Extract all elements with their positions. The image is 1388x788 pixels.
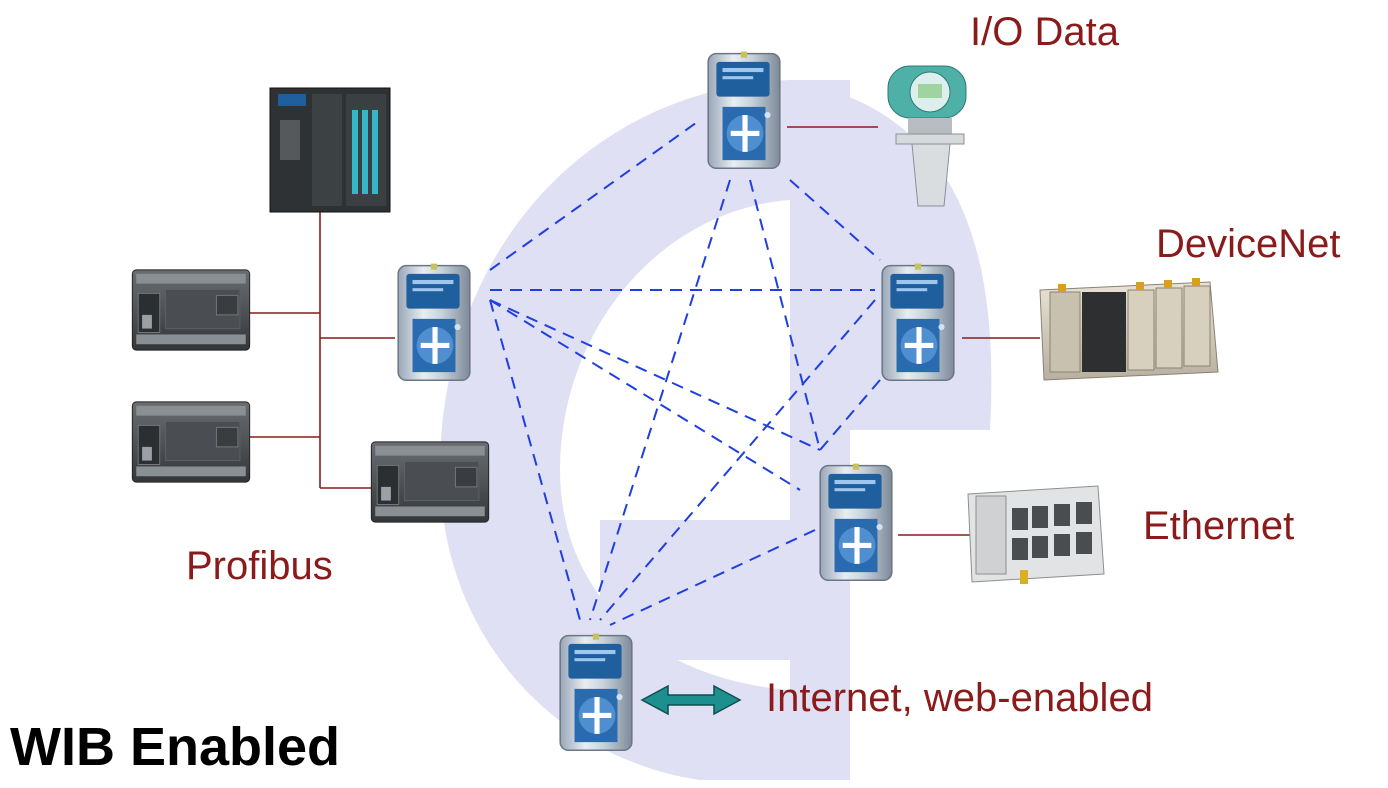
bidirectional-arrow-icon: [640, 684, 742, 716]
io-data-label: I/O Data: [970, 10, 1119, 54]
wired-links: [250, 126, 1040, 536]
wib-gateway-icon: [560, 634, 632, 751]
wib-gateway-icon: [882, 264, 954, 381]
wib-gateway-icon: [708, 52, 780, 169]
schneider-plc-rack-icon: [967, 485, 1105, 584]
internet-label: Internet, web-enabled: [766, 676, 1153, 720]
page-title: WIB Enabled: [10, 717, 341, 777]
wib-gateway-icon: [398, 264, 470, 381]
devicenet-label: DeviceNet: [1156, 222, 1341, 266]
s7-200-plc-icon: [370, 441, 490, 523]
siemens-s7-300-plc-icon: [269, 87, 391, 213]
ethernet-label: Ethernet: [1143, 504, 1295, 548]
s7-200-plc-icon: [131, 269, 251, 351]
profibus-label: Profibus: [186, 544, 333, 588]
omron-plc-rack-icon: [1039, 278, 1219, 381]
s7-200-plc-icon: [131, 401, 251, 483]
background-logo: [440, 80, 992, 780]
wib-gateway-icon: [820, 464, 892, 581]
radar-level-transmitter-icon: [887, 65, 967, 207]
mesh-links: [489, 119, 881, 626]
